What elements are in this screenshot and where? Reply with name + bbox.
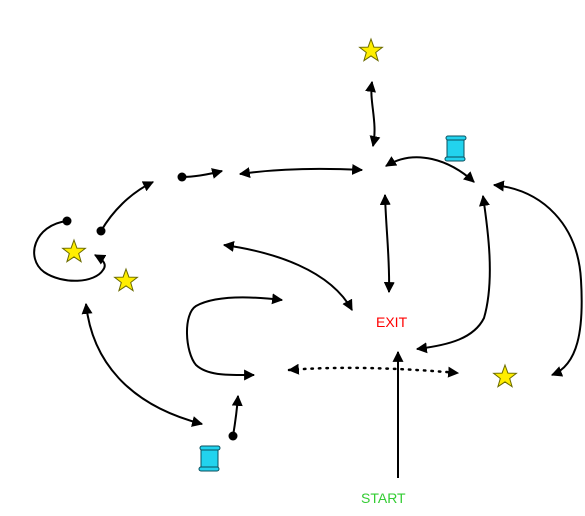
scroll-icon [444, 135, 467, 162]
star-icon [61, 238, 87, 263]
deadend-dot [228, 431, 238, 441]
star-icon [113, 267, 139, 292]
arrow-top-star [365, 80, 381, 148]
arrow-center-curve [222, 240, 353, 311]
arrow-bottom-stub [231, 394, 243, 437]
start-label: START [361, 490, 406, 506]
arrow-upper-left-curve [100, 181, 154, 232]
star-icon [492, 363, 518, 388]
arrow-far-right-curve [492, 180, 583, 377]
arrow-upper-right-curve [385, 156, 475, 183]
arrow-right-center-curve [415, 194, 491, 354]
exit-label: EXIT [376, 314, 408, 330]
deadend-dot [177, 172, 187, 182]
arrow-left-long-curve [81, 302, 204, 427]
deadend-dot [62, 216, 72, 226]
arrow-dotted-horizontal [287, 363, 460, 378]
star-icon [358, 37, 384, 62]
arrow-left-loop [33, 220, 107, 282]
deadend-dot [96, 226, 106, 236]
scroll-icon [198, 445, 221, 472]
arrow-top-horizontal [238, 164, 364, 179]
arrow-center-vertical [379, 193, 395, 294]
arrow-middle-s-curve [186, 293, 284, 381]
arrow-deadend-top [181, 168, 224, 179]
